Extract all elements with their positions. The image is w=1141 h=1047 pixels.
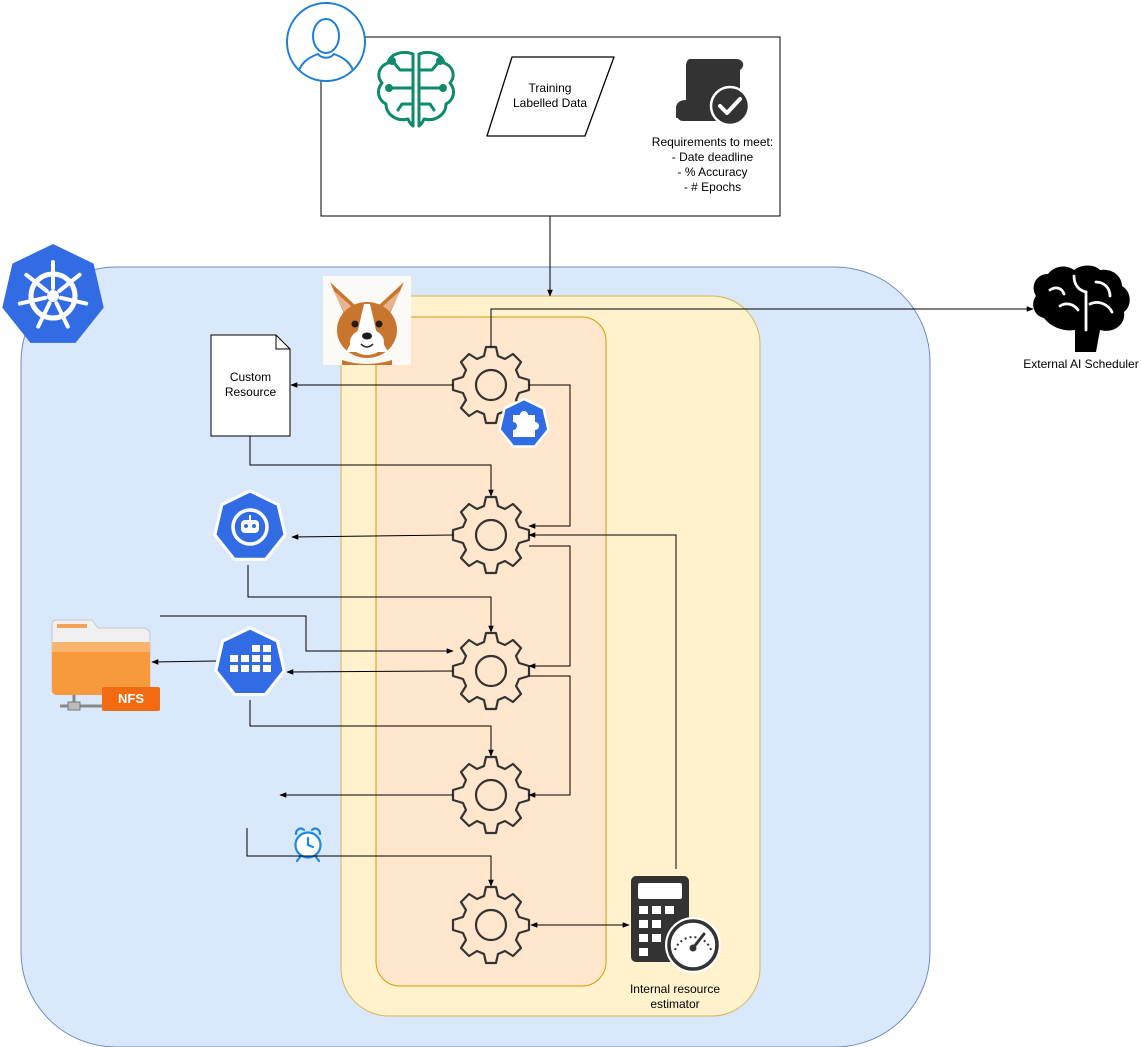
training-data-label: Training Labelled Data	[512, 81, 588, 110]
connector	[246, 828, 494, 887]
connector	[528, 545, 571, 669]
nfs-badge-label: NFS	[118, 691, 144, 706]
nfs-folder-icon	[51, 619, 160, 711]
ai-brain-circuit-icon	[377, 50, 455, 128]
connector	[160, 615, 454, 654]
connector	[528, 675, 571, 798]
scroll-check-icon	[676, 59, 751, 127]
brain-icon	[1033, 265, 1130, 352]
calculator-gauge-icon	[631, 876, 721, 973]
custom-resource-document	[210, 334, 291, 437]
connector	[528, 384, 571, 529]
operator-robot-icon	[213, 489, 287, 561]
connector	[490, 306, 1034, 347]
alarm-clock-icon	[294, 827, 322, 863]
user-icon	[286, 2, 366, 82]
custom-resource-label: Custom Resource	[224, 370, 277, 399]
connector	[249, 436, 494, 497]
requirements-label: Requirements to meet: - Date deadline - …	[651, 135, 774, 194]
storage-grid-icon	[214, 626, 286, 696]
connector	[528, 532, 677, 869]
connector	[151, 659, 217, 665]
connector	[249, 700, 494, 757]
corgi-dog-image	[323, 276, 411, 365]
connector	[286, 669, 454, 675]
resource-estimator-label: Internal resource estimator	[629, 982, 721, 1011]
puzzle-plugin-icon	[498, 397, 550, 448]
connector	[291, 534, 454, 540]
external-scheduler-label: External AI Scheduler	[1023, 357, 1139, 371]
connector	[247, 565, 494, 633]
training-data-shape	[486, 56, 615, 137]
kubernetes-wheel-icon	[2, 244, 104, 343]
